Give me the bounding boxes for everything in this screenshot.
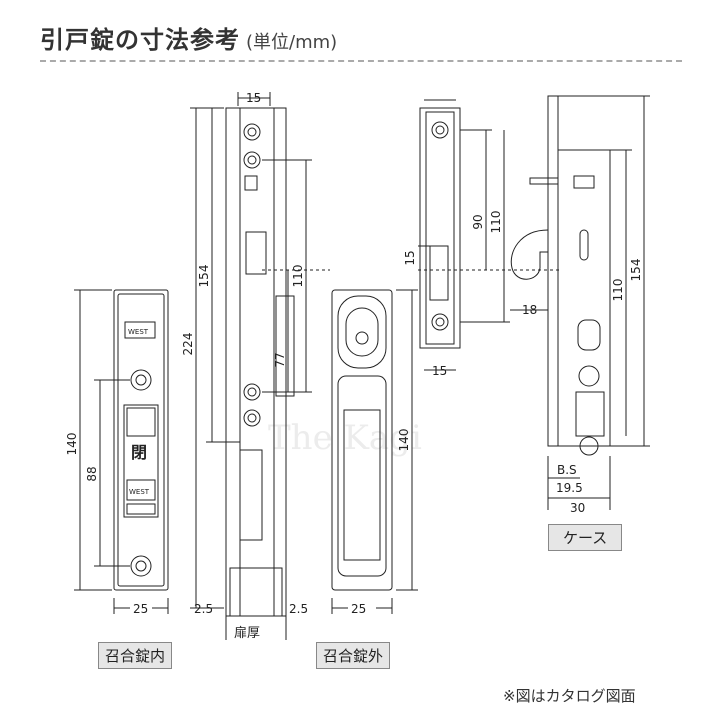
label-outer-lock: 召合錠外 (316, 642, 391, 669)
label-case: ケース (548, 524, 623, 551)
dim-thickness-left: 2.5 (194, 602, 213, 616)
dim-case-110: 110 (611, 279, 625, 302)
dim-inner-width: 25 (133, 602, 148, 616)
title-divider (40, 60, 682, 62)
brand-mark-bottom: WEST (129, 488, 150, 496)
dim-case-18: 18 (522, 303, 537, 317)
dim-side-width: 15 (246, 91, 261, 105)
door-thickness-label: 扉厚 (234, 626, 261, 641)
dim-side-224: 224 (181, 333, 195, 356)
lock-case (510, 95, 611, 456)
strike-plate (419, 107, 461, 349)
dim-side-77: 77 (273, 352, 287, 367)
side-section-view (225, 107, 295, 617)
dim-side-154: 154 (197, 265, 211, 288)
page-title: 引戸錠の寸法参考 (40, 26, 240, 54)
dim-strike-15h: 15 (403, 250, 417, 265)
label-inner-lock: 召合錠内 (98, 642, 173, 669)
dim-backset-value: 19.5 (556, 481, 583, 495)
dim-side-110: 110 (291, 265, 305, 288)
brand-mark-top: WEST (128, 328, 149, 336)
dim-outer-height: 140 (397, 429, 411, 452)
dim-case-30: 30 (570, 501, 585, 515)
dim-inner-hole-pitch: 88 (85, 466, 99, 481)
dim-inner-height: 140 (65, 433, 79, 456)
outer-lock-plate (331, 289, 393, 591)
catalog-note: ※図はカタログ図面 (503, 687, 636, 705)
inner-lock-plate (113, 289, 169, 591)
dim-backset-label: B.S (557, 463, 577, 477)
watermark: The Kagi (268, 418, 422, 458)
dim-strike-90: 90 (471, 214, 485, 229)
dim-outer-width: 25 (351, 602, 366, 616)
unit-label: (単位/mm) (246, 32, 338, 53)
dim-thickness-right: 2.5 (289, 602, 308, 616)
dim-case-154: 154 (629, 259, 643, 282)
dim-strike-15w: 15 (432, 364, 447, 378)
dim-strike-110: 110 (489, 211, 503, 234)
closed-indicator: 閉 (131, 443, 147, 462)
title-block: 引戸錠の寸法参考 (単位/mm) (40, 20, 337, 55)
